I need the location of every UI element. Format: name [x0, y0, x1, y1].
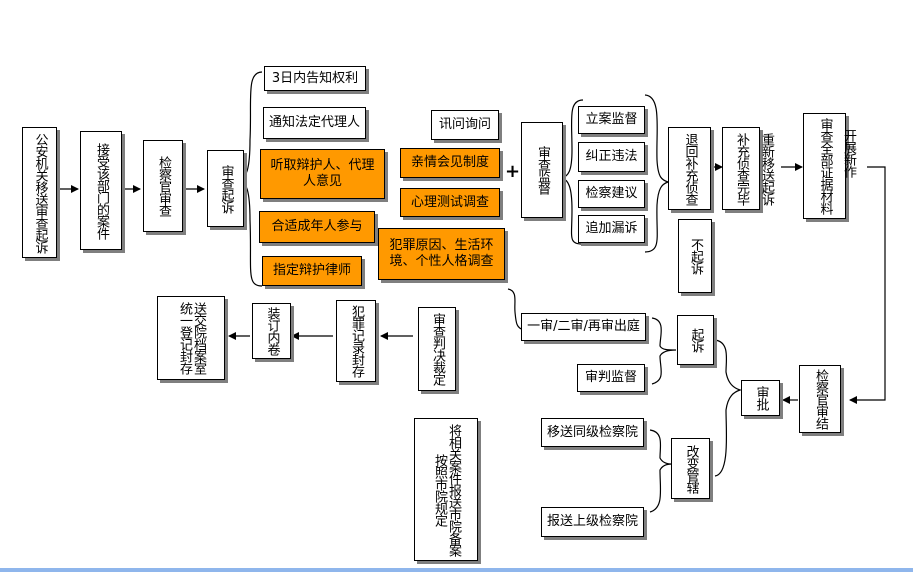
- node-tingqu-yijian: 听取辩护人、代理人意见: [260, 149, 385, 199]
- node-songjiao-dangan: 送交院档案室统一登记封存: [157, 296, 225, 380]
- node-baosong-shangji: 报送上级检察院: [541, 507, 644, 537]
- node-shencha-quanbu: 审查全部证据材料: [803, 113, 846, 219]
- node-yishen-ershen: 一审/二审/再审出庭: [521, 313, 646, 341]
- node-xunwen: 讯问询问: [431, 110, 499, 140]
- bottom-border: [0, 568, 913, 572]
- node-lian-jiandu: 立案监督: [578, 106, 645, 134]
- node-gaibian-guanxia: 改变管辖: [671, 438, 710, 499]
- plus-sign: +: [505, 161, 521, 182]
- node-shenpan-jiandu: 审判监督: [577, 364, 645, 392]
- node-shenpan-jueding: 审查判决裁定: [418, 307, 456, 391]
- node-jianchaguan-shenjie: 检察官审结: [799, 365, 841, 433]
- node-shenpi: 审批: [741, 380, 780, 416]
- node-zhuangding-neijuan: 装订内卷: [252, 303, 291, 359]
- node-bu-qisu: 不起诉: [678, 219, 712, 293]
- node-shencha-jiandu: 审查监督: [521, 122, 563, 218]
- node-zhuijia-lousu: 追加漏诉: [578, 215, 645, 243]
- node-jiuzheng-weifa: 纠正违法: [578, 142, 645, 172]
- node-zhiding-lvshi: 指定辩护律师: [262, 256, 362, 286]
- node-fanzui-jilu: 犯罪记录封存: [336, 300, 376, 382]
- node-qisu: 起诉: [677, 315, 714, 365]
- node-yisong-tongji: 移送同级检察院: [541, 418, 644, 447]
- node-chongxin-yisong: 重新移送起诉: [759, 132, 774, 205]
- node-anzhao-shiyuan: 按照市院规定: [432, 453, 447, 526]
- node-gongan-yisong: 公安机关移送审查起诉: [22, 127, 57, 258]
- node-jiancha-jianyi: 检察建议: [578, 180, 645, 208]
- node-buchong-wanbi: 补充侦查完毕: [722, 127, 760, 210]
- node-jianchaguan-shencha: 检察官审查: [143, 140, 183, 232]
- node-heshi-chengnianren: 合适成年人参与: [259, 211, 375, 243]
- node-jieshou-anjian: 接受该部门的案件: [80, 131, 122, 250]
- node-tuihui-buchong: 退回补充侦查: [668, 127, 711, 210]
- node-xinli-ceshi: 心理测试调查: [400, 188, 500, 217]
- node-fanzui-yuanyin: 犯罪原因、生活环境、个性人格调查: [378, 228, 505, 280]
- node-jiang-xiangguan: 将相关案件报送市院备案: [446, 423, 461, 556]
- node-kaizhan-zuozhan: 开展新作: [841, 129, 856, 177]
- node-qinqing-huijian: 亲情会见制度: [400, 148, 500, 178]
- node-tongzhi-daili: 通知法定代理人: [263, 107, 366, 139]
- node-gaozhi-quanli: 3日内告知权利: [264, 66, 366, 91]
- node-beian: 按照市院规定 将相关案件报送市院备案: [414, 418, 478, 561]
- node-shencha-qisu: 审查起诉: [207, 150, 244, 227]
